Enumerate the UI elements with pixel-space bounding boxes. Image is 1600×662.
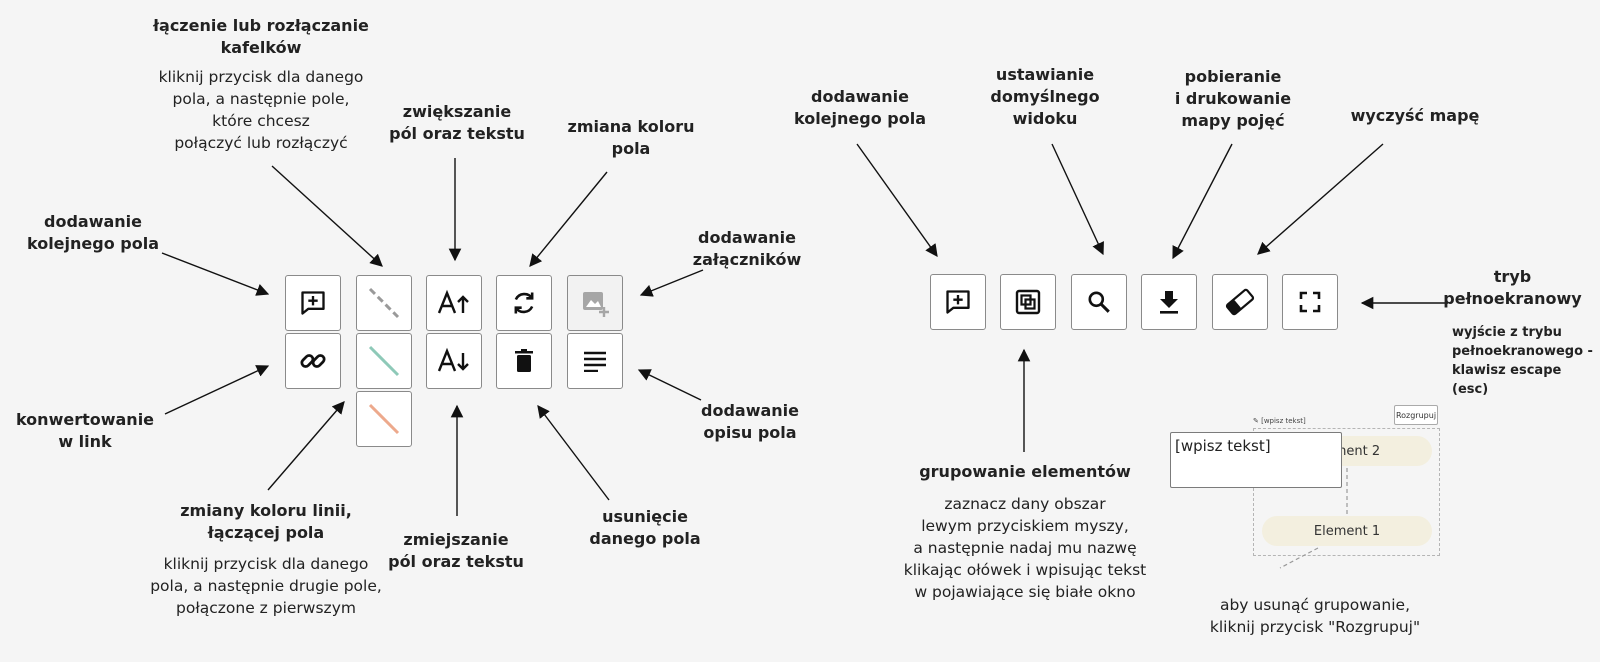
group-area[interactable]	[1253, 428, 1440, 556]
line-color-green-button[interactable]	[356, 333, 412, 389]
text-decrease-icon	[437, 347, 469, 372]
arrow-line-color	[267, 401, 345, 491]
add-comment-icon	[301, 291, 325, 315]
refresh-icon	[514, 292, 534, 314]
arrow-add-field	[161, 252, 270, 296]
label-r-group: grupowanie elementów	[919, 462, 1131, 481]
desc-line-color: kliknij przycisk dla danego pola, a nast…	[150, 555, 382, 617]
arrow-r-clear	[1257, 143, 1384, 255]
add-field-button[interactable]	[285, 275, 341, 331]
search-icon	[1088, 291, 1110, 313]
note-fullscreen: wyjście z trybu pełnoekranowego - klawis…	[1452, 325, 1593, 397]
arrow-r-download	[1172, 143, 1233, 260]
enlarge-button[interactable]	[426, 275, 482, 331]
arrow-color	[529, 171, 608, 267]
line-color-orange-button[interactable]	[356, 391, 412, 447]
search-button[interactable]	[1071, 274, 1127, 330]
link-icon	[300, 354, 326, 368]
arrow-r-default-view	[1051, 143, 1104, 256]
clear-map-button[interactable]	[1212, 274, 1268, 330]
arrow-connect	[271, 165, 383, 267]
fullscreen-icon	[1299, 291, 1321, 313]
dashed-line-icon	[368, 287, 400, 319]
color-button[interactable]	[496, 275, 552, 331]
text-increase-icon	[437, 289, 469, 314]
download-icon	[1160, 291, 1178, 314]
shrink-button[interactable]	[426, 333, 482, 389]
eraser-icon	[1225, 288, 1255, 316]
arrow-delete	[537, 404, 610, 501]
center-focus-icon	[1015, 289, 1041, 315]
group-name-textbox[interactable]: [wpisz tekst]	[1170, 432, 1342, 488]
green-line-icon	[368, 345, 400, 377]
orange-line-icon	[368, 403, 400, 435]
r-add-field-button[interactable]	[930, 274, 986, 330]
subject-lines-icon	[584, 351, 606, 372]
add-comment-icon	[946, 290, 970, 314]
arrow-desc	[637, 369, 702, 401]
label-line-color: zmiany koloru linii,łączącej pola	[180, 501, 352, 542]
default-view-button[interactable]	[1000, 274, 1056, 330]
desc-r-group: zaznacz dany obszar lewym przyciskiem my…	[903, 495, 1147, 601]
arrow-link	[164, 365, 270, 415]
desc-field-button[interactable]	[567, 333, 623, 389]
ungroup-button[interactable]: Rozgrupuj	[1394, 405, 1438, 425]
delete-button[interactable]	[496, 333, 552, 389]
link-button[interactable]	[285, 333, 341, 389]
attach-button[interactable]	[567, 275, 623, 331]
connect-button[interactable]	[356, 275, 412, 331]
arrow-attach	[639, 269, 704, 297]
add-photo-icon	[583, 292, 609, 317]
desc-connect: kliknij przycisk dla danego pola, a nast…	[158, 68, 364, 152]
desc-ungroup: aby usunąć grupowanie, kliknij przycisk …	[1209, 596, 1421, 636]
trash-icon	[515, 349, 533, 372]
group-name-pencil[interactable]: ✎ [wpisz tekst]	[1253, 417, 1306, 425]
fullscreen-button[interactable]	[1282, 274, 1338, 330]
download-button[interactable]	[1141, 274, 1197, 330]
element-1-node[interactable]: Element 1	[1262, 516, 1432, 546]
arrow-r-add-field	[856, 143, 938, 258]
label-r-clear: wyczyść mapę	[1350, 106, 1480, 125]
